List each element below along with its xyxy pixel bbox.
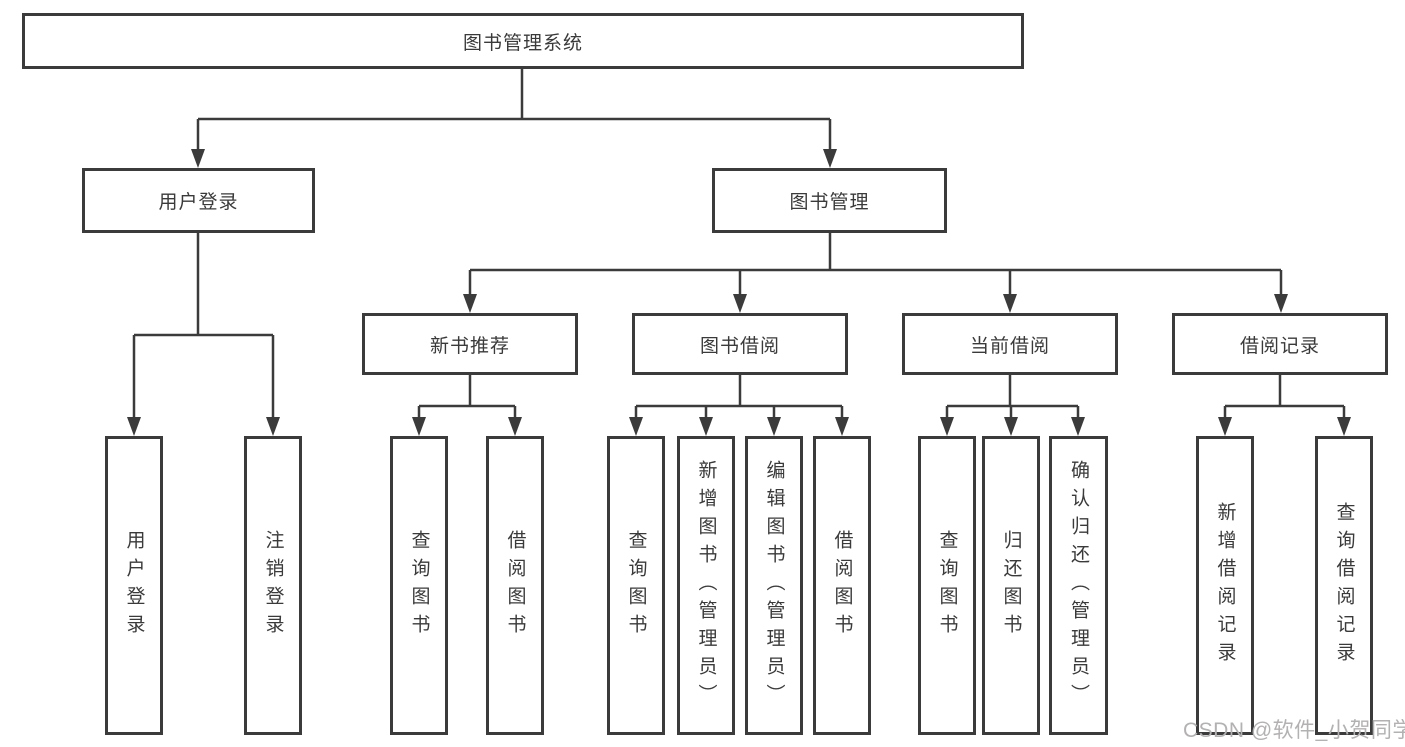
- node-current-borrowing: 当前借阅: [902, 313, 1118, 375]
- leaf-bb-borrow-books: 借阅图书: [813, 436, 871, 735]
- leaf-nbr-query-books: 查询图书: [390, 436, 448, 735]
- arrowhead-icon: [127, 417, 141, 436]
- leaf-bb-add-books-admin: 新增图书（管理员）: [677, 436, 735, 735]
- leaf-label: 查询图书: [625, 529, 647, 642]
- leaf-logout: 注销登录: [244, 436, 302, 735]
- leaf-nbr-borrow-books: 借阅图书: [486, 436, 544, 735]
- arrowhead-icon: [1004, 417, 1018, 436]
- leaf-label: 借阅图书: [504, 529, 526, 642]
- leaf-label: 查询图书: [408, 529, 430, 642]
- arrowhead-icon: [733, 294, 747, 313]
- node-label: 图书借阅: [699, 335, 780, 357]
- arrowhead-icon: [508, 417, 522, 436]
- node-borrowing-records: 借阅记录: [1172, 313, 1388, 375]
- arrowhead-icon: [1218, 417, 1232, 436]
- leaf-label: 新增借阅记录: [1214, 501, 1236, 670]
- leaf-label: 编辑图书（管理员）: [763, 459, 785, 712]
- leaf-user-login: 用户登录: [105, 436, 163, 735]
- arrowhead-icon: [266, 417, 280, 436]
- leaf-cb-return-books: 归还图书: [982, 436, 1040, 735]
- arrowhead-icon: [412, 417, 426, 436]
- arrowhead-icon: [1274, 294, 1288, 313]
- arrowhead-icon: [1337, 417, 1351, 436]
- leaf-label: 确认归还（管理员）: [1068, 459, 1089, 712]
- arrowhead-icon: [823, 149, 837, 168]
- leaf-bb-query-books: 查询图书: [607, 436, 665, 735]
- node-label: 图书管理系统: [462, 32, 583, 54]
- node-label: 借阅记录: [1239, 335, 1320, 357]
- node-book-borrowing: 图书借阅: [632, 313, 848, 375]
- node-book-management: 图书管理: [712, 168, 947, 233]
- arrowhead-icon: [835, 417, 849, 436]
- connector-path: [132, 69, 1346, 420]
- leaf-br-add-borrow-record: 新增借阅记录: [1196, 436, 1254, 735]
- arrowhead-icon: [767, 417, 781, 436]
- arrowhead-icon: [940, 417, 954, 436]
- node-label: 新书推荐: [429, 335, 510, 357]
- arrowhead-icon: [699, 417, 713, 436]
- leaf-label: 用户登录: [123, 529, 145, 642]
- leaf-cb-confirm-return-admin: 确认归还（管理员）: [1049, 436, 1108, 735]
- leaf-label: 新增图书（管理员）: [695, 459, 717, 712]
- leaf-label: 归还图书: [1000, 529, 1022, 642]
- node-label: 用户登录: [158, 192, 239, 213]
- leaf-label: 查询图书: [936, 529, 958, 642]
- leaf-label: 借阅图书: [831, 529, 853, 642]
- node-library-management-system: 图书管理系统: [22, 13, 1024, 69]
- leaf-bb-edit-books-admin: 编辑图书（管理员）: [745, 436, 803, 735]
- csdn-watermark: CSDN @软件_小贺同学: [1183, 719, 1405, 742]
- leaf-cb-query-books: 查询图书: [918, 436, 976, 735]
- leaf-br-query-borrow-record: 查询借阅记录: [1315, 436, 1373, 735]
- leaf-label: 查询借阅记录: [1333, 501, 1355, 670]
- leaf-label: 注销登录: [262, 529, 284, 642]
- arrowhead-icon: [191, 149, 205, 168]
- arrowhead-icon: [1071, 417, 1085, 436]
- arrowhead-icon: [629, 417, 643, 436]
- node-new-book-recommendation: 新书推荐: [362, 313, 578, 375]
- arrowhead-icon: [463, 294, 477, 313]
- node-label: 图书管理: [789, 192, 870, 213]
- node-user-login: 用户登录: [82, 168, 315, 233]
- arrowhead-icon: [1003, 294, 1017, 313]
- node-label: 当前借阅: [969, 335, 1050, 357]
